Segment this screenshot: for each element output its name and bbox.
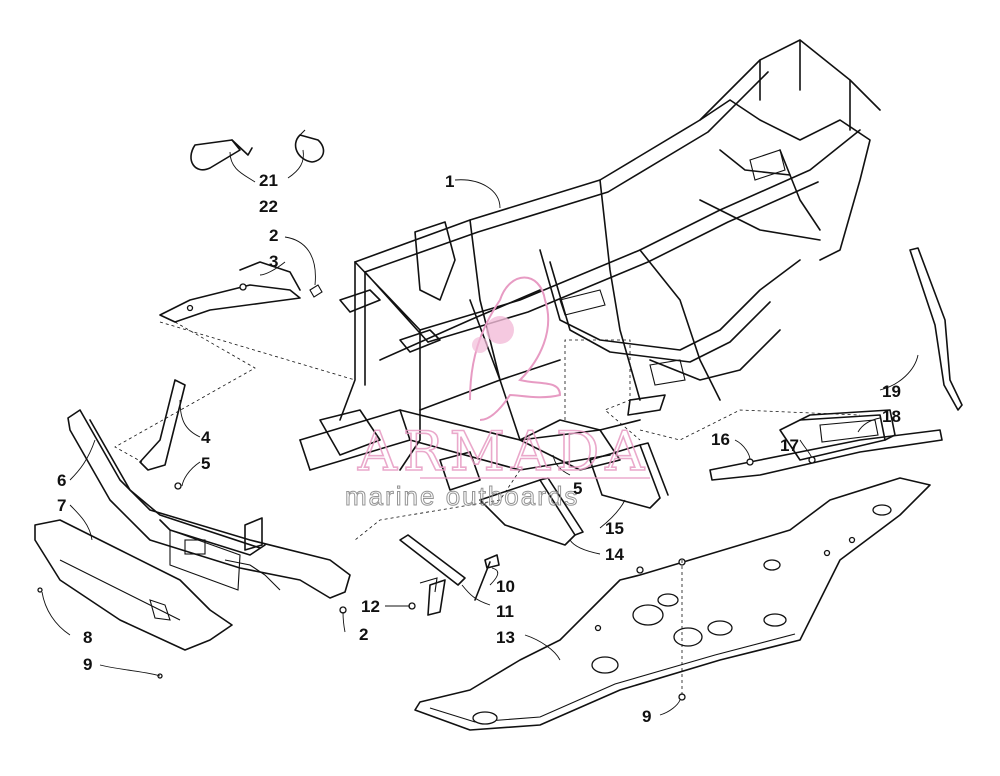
callout-11: 11 xyxy=(496,602,514,621)
callout-2-bottom: 2 xyxy=(359,625,368,644)
callout-9-left: 9 xyxy=(83,655,92,674)
callout-5-center: 5 xyxy=(573,479,582,498)
callout-5-left: 5 xyxy=(201,454,210,473)
callout-16: 16 xyxy=(711,430,730,449)
callout-1: 1 xyxy=(445,172,454,191)
callout-13: 13 xyxy=(496,628,515,647)
callout-19: 19 xyxy=(882,382,901,401)
side-bracket-parts-16-18 xyxy=(709,409,943,481)
callout-2-top: 2 xyxy=(269,226,278,245)
leader-lines xyxy=(41,149,919,716)
callout-9-bottom: 9 xyxy=(642,707,651,726)
watermark-tagline: marine outboards xyxy=(345,481,579,511)
front-bracket-part-3 xyxy=(159,261,323,323)
watermark-brand: ARMADA xyxy=(357,420,650,483)
callout-7: 7 xyxy=(57,496,66,515)
callout-8: 8 xyxy=(83,628,92,647)
callouts: 1 2 3 4 5 6 7 8 9 10 11 12 13 14 15 16 1… xyxy=(57,171,901,726)
bracket-part-4 xyxy=(139,379,186,490)
callout-3: 3 xyxy=(269,252,278,271)
callout-18: 18 xyxy=(882,407,901,426)
main-frame xyxy=(299,39,881,491)
front-skid-plate-part-7 xyxy=(34,519,233,679)
callout-21: 21 xyxy=(259,171,278,190)
callout-17: 17 xyxy=(780,436,799,455)
watermark-octopus-icon xyxy=(469,276,562,421)
strap-parts-21-22 xyxy=(190,129,325,171)
belly-skid-plate-part-13 xyxy=(414,477,931,731)
callout-15: 15 xyxy=(605,519,624,538)
callout-10: 10 xyxy=(496,577,515,596)
callout-22: 22 xyxy=(259,197,278,216)
watermark: ARMADA marine outboards xyxy=(345,276,650,512)
rod-part-19 xyxy=(909,247,963,411)
front-bumper-part-6 xyxy=(67,409,351,599)
callout-4: 4 xyxy=(201,428,211,447)
callout-14: 14 xyxy=(605,545,624,564)
callout-6: 6 xyxy=(57,471,66,490)
callout-12: 12 xyxy=(361,597,380,616)
